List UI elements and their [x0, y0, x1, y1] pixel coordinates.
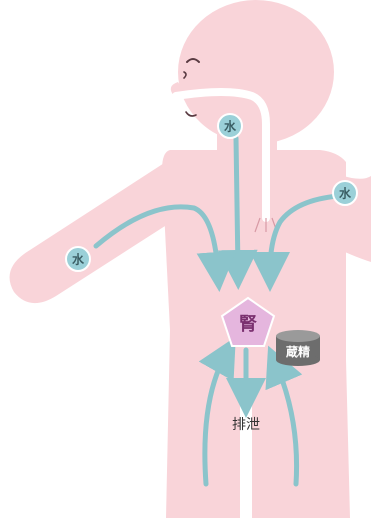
water-badge-left-arm-label: 水 [72, 252, 85, 267]
arrow-from-mouth [236, 138, 238, 270]
water-badge-left-arm: 水 [66, 247, 90, 271]
water-badge-right-arm: 水 [333, 181, 357, 205]
water-badge-mouth-label: 水 [224, 119, 237, 134]
storage-label: 蔵精 [286, 344, 310, 359]
left-arm [10, 156, 190, 303]
water-badge-right-arm-label: 水 [339, 186, 352, 201]
body-silhouette [10, 0, 371, 518]
head [178, 0, 334, 144]
excretion-label: 排泄 [232, 417, 260, 433]
storage-cylinder: 蔵精 [276, 330, 320, 366]
water-badge-mouth: 水 [218, 114, 242, 138]
kidney-label: 腎 [239, 314, 257, 335]
